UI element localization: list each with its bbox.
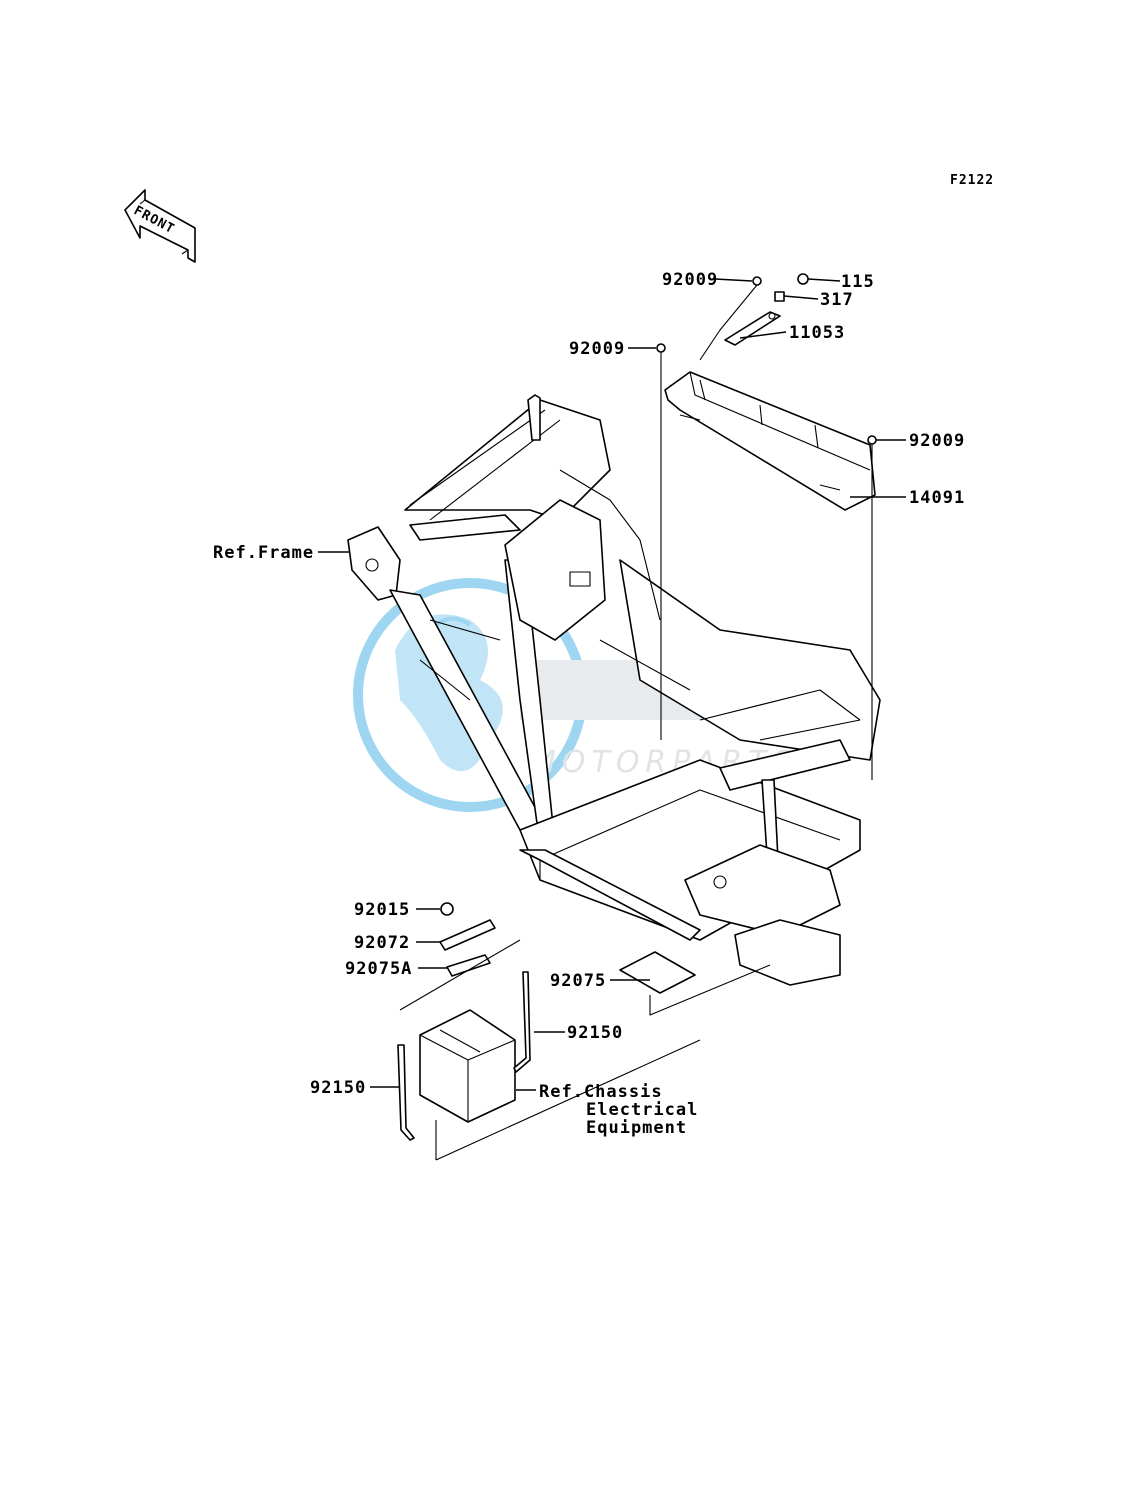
nut-92015	[440, 902, 454, 916]
ref-electrical-label: Electrical	[586, 1100, 698, 1120]
ref-chassis-label: Ref.Chassis	[539, 1082, 663, 1102]
label-92150-left: 92150	[310, 1078, 366, 1098]
label-317: 317	[820, 290, 854, 310]
label-92015: 92015	[354, 900, 410, 920]
diagram-code: F2122	[950, 173, 994, 188]
label-92075A: 92075A	[345, 959, 412, 979]
label-92009-mid: 92009	[569, 339, 625, 359]
plate-92072	[439, 919, 496, 951]
label-11053: 11053	[789, 323, 845, 343]
leader-lines	[318, 278, 906, 1161]
front-arrow-icon: FRONT	[124, 189, 196, 263]
cover-14091	[664, 371, 876, 511]
bracket-11053	[724, 311, 781, 346]
label-92009-top: 92009	[662, 270, 718, 290]
ref-equipment-label: Equipment	[586, 1118, 687, 1138]
label-92072: 92072	[354, 933, 410, 953]
bolt-92009-mid	[656, 343, 666, 353]
rod-92150-left	[397, 1044, 415, 1141]
ref-frame-label: Ref.Frame	[213, 543, 314, 563]
label-14091: 14091	[909, 488, 965, 508]
label-115: 115	[841, 272, 875, 292]
bolt-92009-right	[867, 435, 877, 445]
bolt-115	[797, 273, 809, 285]
label-92009-right: 92009	[909, 431, 965, 451]
battery	[419, 1009, 516, 1123]
label-92150-right: 92150	[567, 1023, 623, 1043]
bolt-92009-top	[752, 276, 762, 286]
nut-317	[774, 291, 785, 302]
pad-92075A	[446, 954, 491, 977]
pad-92075	[619, 951, 696, 994]
label-92075: 92075	[550, 971, 606, 991]
rod-92150-right	[513, 971, 531, 1073]
